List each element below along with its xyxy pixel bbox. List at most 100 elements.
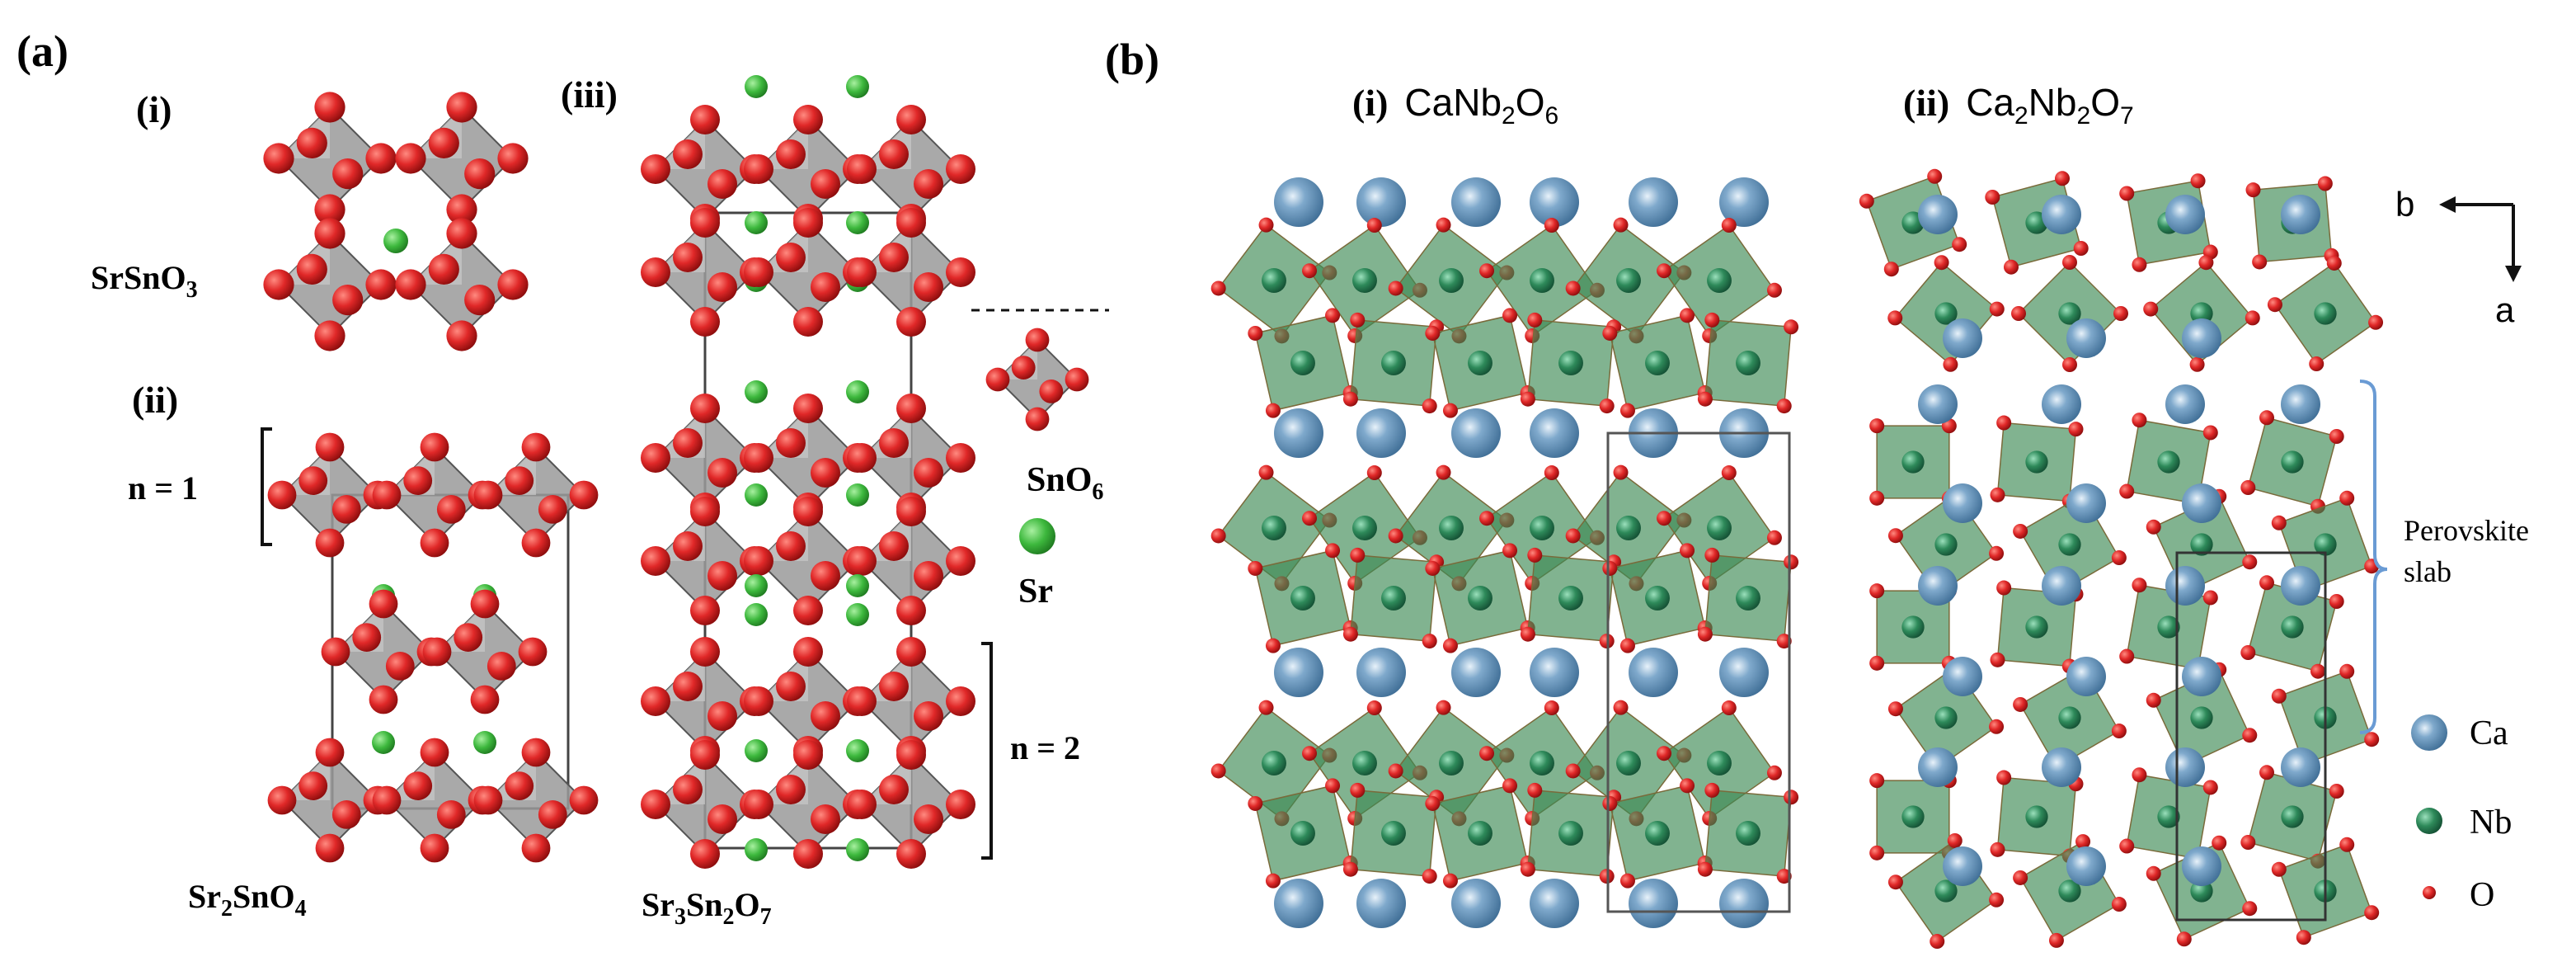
oxygen-atom bbox=[1784, 554, 1799, 570]
perovskite-slab-bracket bbox=[2359, 380, 2388, 734]
nb-atom bbox=[1707, 268, 1732, 293]
oxygen-atom bbox=[2240, 835, 2256, 850]
oxygen-atom bbox=[879, 531, 909, 561]
oxygen-atom bbox=[641, 790, 670, 819]
oxygen-atom bbox=[1990, 487, 2005, 502]
oxygen-atom bbox=[2119, 186, 2135, 201]
oxygen-atom bbox=[1697, 626, 1713, 642]
oxygen-atom bbox=[314, 320, 346, 351]
nb-atom bbox=[2157, 615, 2180, 639]
sr2sno4-structure bbox=[267, 432, 599, 863]
oxygen-atom bbox=[1350, 782, 1366, 798]
oxygen-atom bbox=[1527, 312, 1543, 328]
oxygen-atom bbox=[707, 458, 737, 488]
sub-ii-label: (ii) bbox=[132, 379, 178, 421]
oxygen-atom bbox=[428, 127, 459, 158]
oxygen-atom bbox=[1350, 547, 1366, 563]
oxygen-atom bbox=[2296, 930, 2311, 945]
oxygen-atom bbox=[1425, 325, 1441, 341]
oxygen-atom bbox=[1869, 655, 1885, 671]
oxygen-atom bbox=[1248, 795, 1263, 811]
ca-atom bbox=[2066, 846, 2106, 886]
slab-label-1: Perovskite bbox=[2404, 514, 2529, 547]
nb-atom bbox=[2157, 450, 2180, 474]
nb-atom bbox=[2190, 302, 2213, 325]
oxygen-atom bbox=[641, 257, 670, 287]
oxygen-atom bbox=[793, 839, 823, 869]
oxygen-atom bbox=[569, 480, 599, 510]
oxygen-atom bbox=[811, 804, 840, 834]
oxygen-atom bbox=[2132, 257, 2147, 272]
oxygen-atom bbox=[2364, 905, 2380, 921]
oxygen-atom bbox=[1210, 280, 1226, 296]
oxygen-atom bbox=[744, 790, 773, 819]
sr-atom bbox=[846, 603, 869, 626]
ca-atom bbox=[2182, 318, 2221, 358]
oxygen-atom bbox=[673, 139, 703, 169]
nb-atom bbox=[2058, 533, 2081, 556]
oxygen-atom bbox=[879, 428, 909, 458]
oxygen-atom bbox=[1989, 892, 2005, 908]
oxygen-atom bbox=[811, 458, 840, 488]
oxygen-atom bbox=[879, 243, 909, 272]
oxygen-atom bbox=[776, 531, 806, 561]
oxygen-atom bbox=[896, 740, 926, 770]
oxygen-atom bbox=[538, 495, 567, 524]
sr-atom bbox=[745, 483, 768, 507]
oxygen-atom bbox=[776, 243, 806, 272]
oxygen-atom bbox=[1436, 217, 1451, 233]
oxygen-atom bbox=[464, 158, 496, 190]
oxygen-atom bbox=[1544, 700, 1559, 716]
oxygen-atom bbox=[2004, 259, 2019, 275]
ca-atom bbox=[1274, 648, 1323, 697]
oxygen-atom bbox=[1520, 391, 1535, 407]
ca-atom bbox=[1943, 846, 1982, 886]
oxygen-atom bbox=[641, 154, 670, 184]
oxygen-atom bbox=[2111, 897, 2127, 912]
ca-atom-legend-icon bbox=[2411, 714, 2447, 751]
oxygen-atom bbox=[1302, 746, 1318, 761]
ca-atom bbox=[2165, 747, 2205, 787]
nb-atom bbox=[2058, 879, 2081, 903]
oxygen-atom bbox=[811, 561, 840, 591]
sr-atom bbox=[745, 75, 768, 98]
oxygen-atom bbox=[315, 833, 345, 863]
oxygen-atom bbox=[847, 154, 877, 184]
oxygen-atom bbox=[263, 143, 294, 174]
oxygen-atom bbox=[811, 169, 840, 199]
canb2o6-structure bbox=[1210, 177, 1799, 928]
oxygen-atom bbox=[1776, 398, 1792, 414]
oxygen-atom bbox=[403, 466, 433, 495]
oxygen-atom bbox=[793, 637, 823, 667]
oxygen-atom bbox=[1721, 465, 1737, 481]
oxygen-atom bbox=[473, 480, 503, 510]
oxygen-atom bbox=[776, 775, 806, 804]
oxygen-atom bbox=[2119, 838, 2135, 854]
ca-atom bbox=[1943, 318, 1982, 358]
oxygen-atom bbox=[420, 432, 449, 462]
nb-atom bbox=[2025, 450, 2048, 474]
oxygen-atom bbox=[1422, 634, 1437, 649]
nb-atom bbox=[1616, 516, 1641, 540]
oxygen-atom bbox=[896, 497, 926, 526]
oxygen-atom bbox=[1602, 795, 1618, 811]
oxygen-atom bbox=[1502, 308, 1518, 323]
oxygen-atom bbox=[1859, 193, 1874, 209]
oxygen-atom bbox=[776, 139, 806, 169]
oxygen-atom bbox=[1766, 282, 1782, 298]
oxygen-atom bbox=[331, 495, 361, 524]
oxygen-atom bbox=[2271, 861, 2287, 877]
oxygen-atom bbox=[298, 466, 328, 495]
oxygen-atom bbox=[1869, 490, 1885, 506]
oxygen-atom bbox=[896, 208, 926, 238]
oxygen-atom bbox=[2245, 310, 2260, 326]
oxygen-atom bbox=[793, 497, 823, 526]
ca-atom bbox=[1356, 648, 1406, 697]
ca-atom bbox=[1451, 177, 1501, 227]
oxygen-atom bbox=[2339, 837, 2355, 852]
sr3sn2o7-label: Sr3Sn2O7 bbox=[642, 886, 772, 930]
nb-atom bbox=[1934, 706, 1958, 729]
oxygen-atom bbox=[1680, 308, 1695, 323]
oxygen-atom bbox=[1065, 367, 1089, 392]
oxygen-atom bbox=[2259, 765, 2274, 780]
